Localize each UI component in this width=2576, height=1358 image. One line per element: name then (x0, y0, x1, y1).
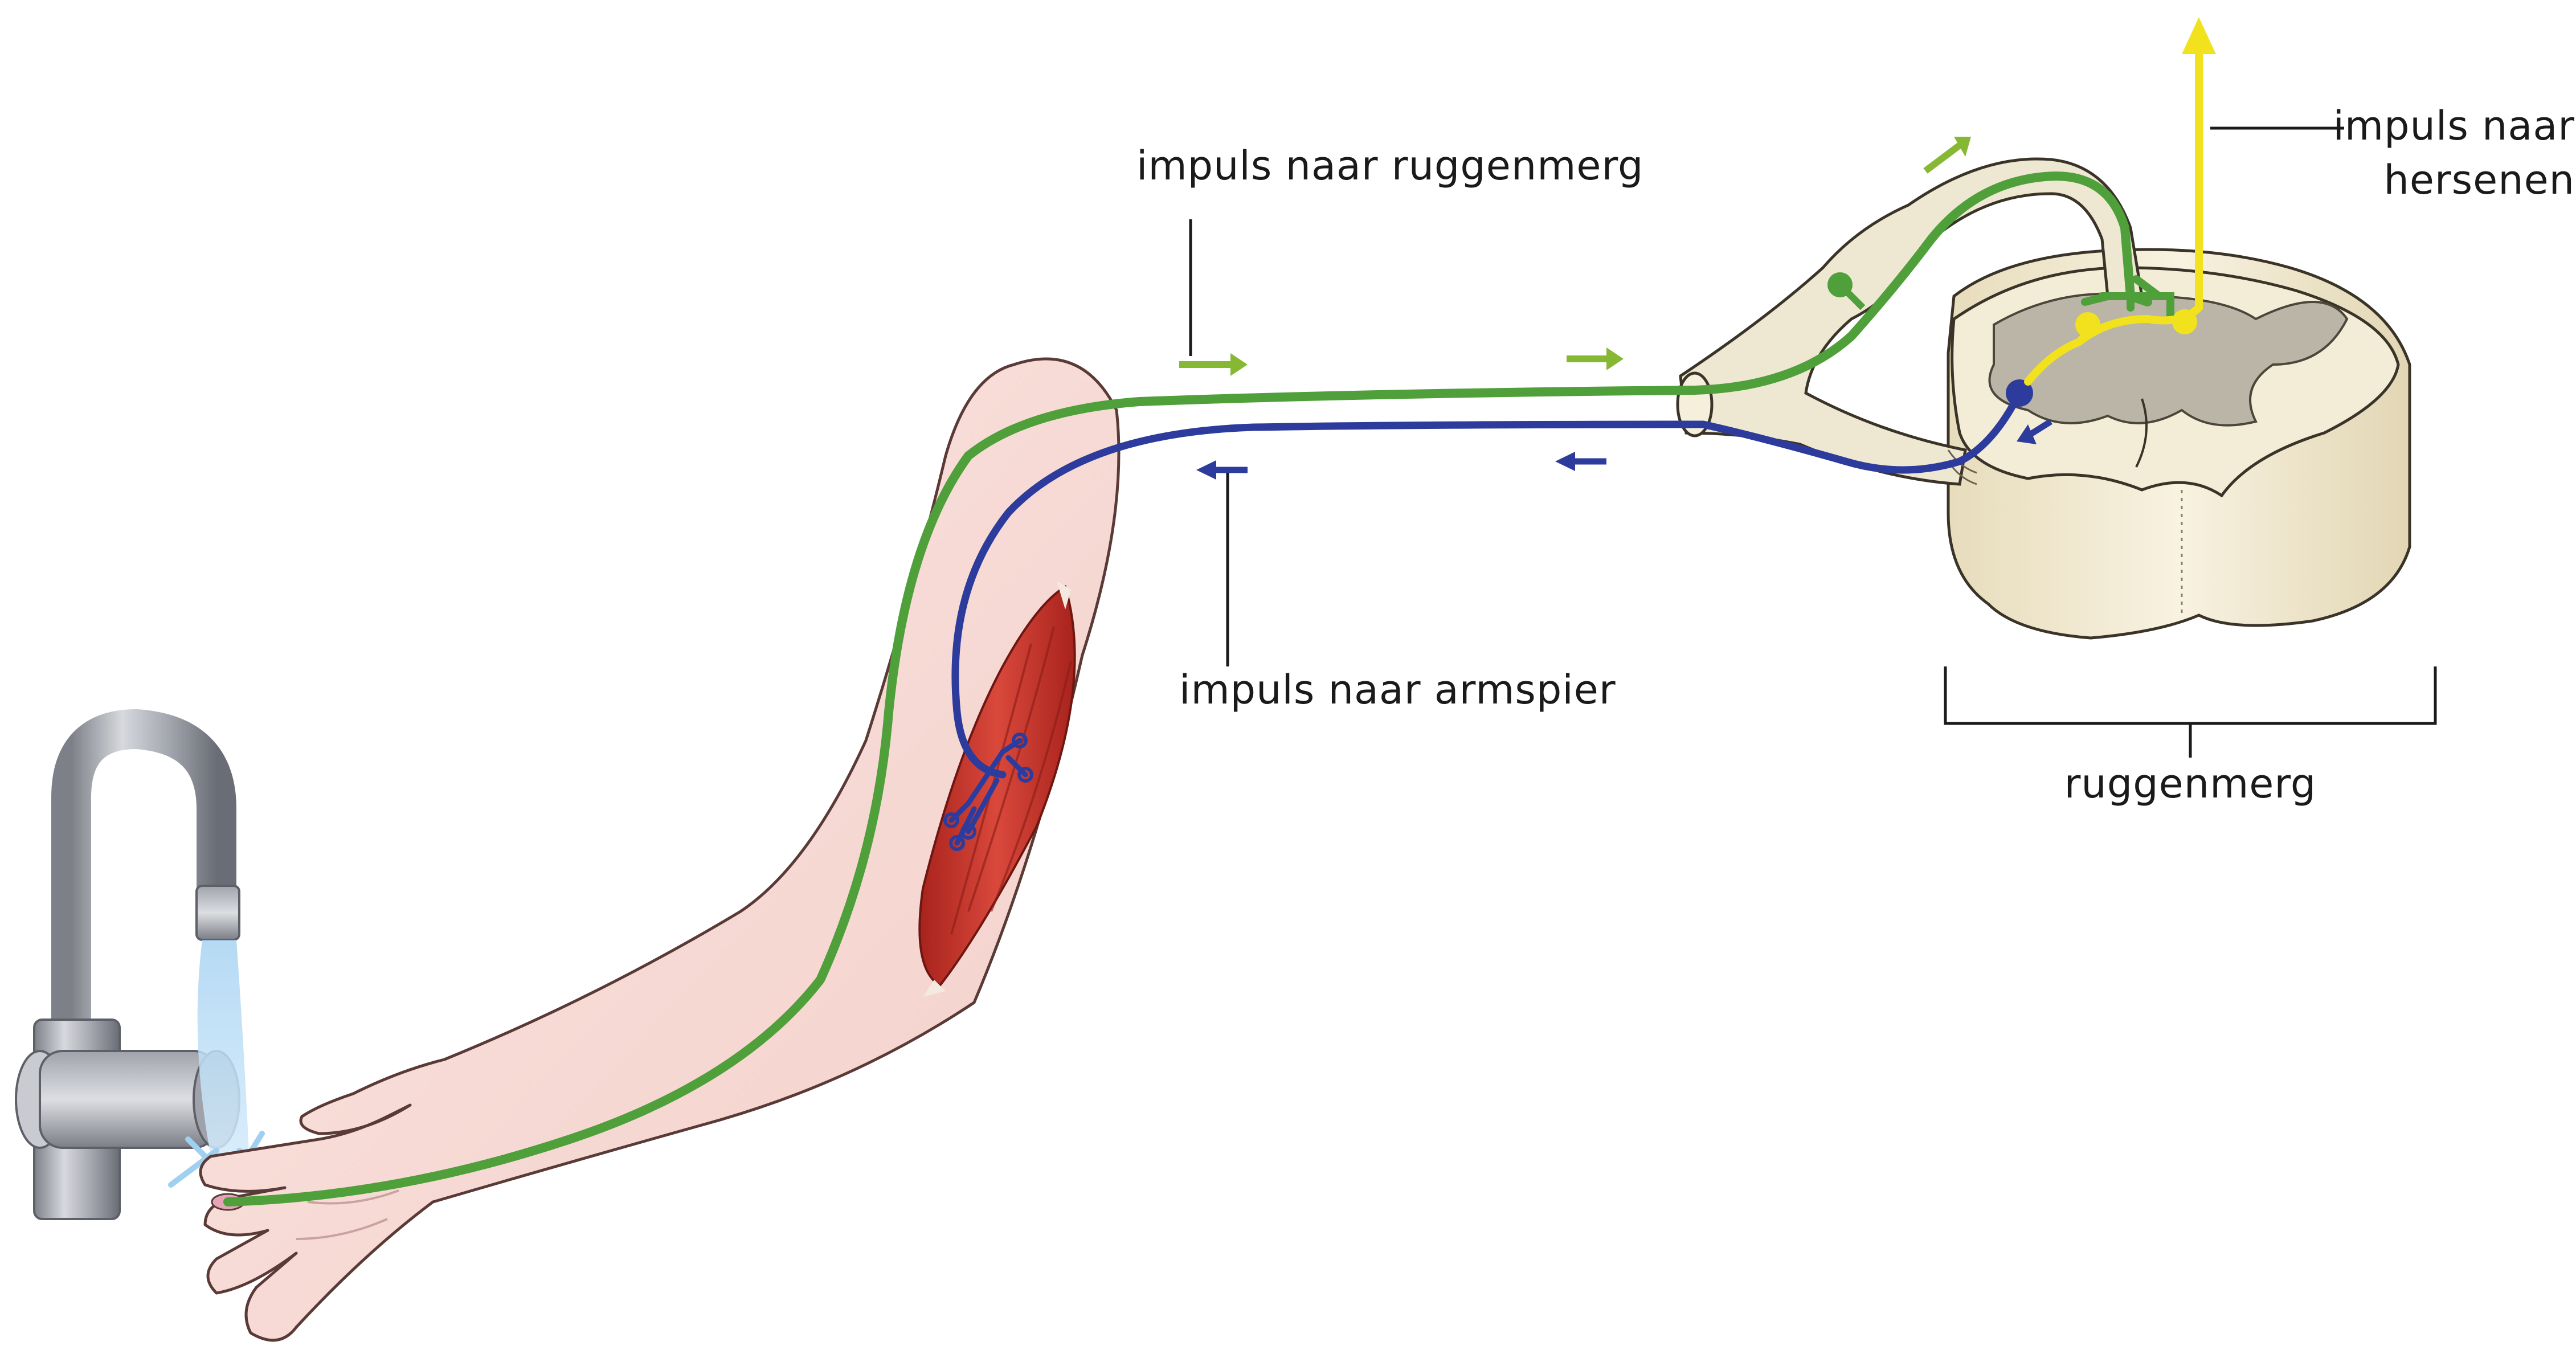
label-spinal-cord: ruggenmerg (2064, 760, 2317, 807)
spinal-cord (1948, 249, 2410, 638)
spinal-cord-bracket (1945, 666, 2435, 758)
label-impulse-to-brain-line1: impuls naar (2333, 103, 2575, 149)
label-impulse-to-arm-muscle: impuls naar armspier (1179, 666, 1616, 713)
label-impulse-to-spinal-cord: impuls naar ruggenmerg (1136, 142, 1643, 189)
label-impulse-to-brain-line2: hersenen (2383, 157, 2575, 203)
